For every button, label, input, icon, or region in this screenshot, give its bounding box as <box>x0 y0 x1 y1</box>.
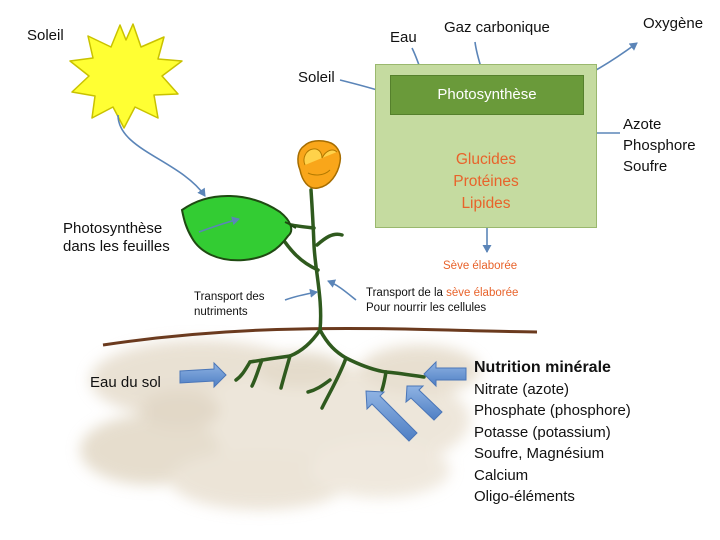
leaf-photosynthesis-label: Photosynthèse dans les feuilles <box>63 220 170 255</box>
mineral-item: Nitrate (azote) <box>474 380 570 398</box>
product-lipides: Lipides <box>461 195 511 212</box>
mineral-item: Calcium <box>474 466 529 484</box>
plant-stem <box>276 188 344 332</box>
mineral-item: Oligo-éléments <box>474 488 575 505</box>
phosphate-block-arrow <box>405 385 443 421</box>
soil-water-label: Eau du sol <box>90 374 161 391</box>
soil-area <box>80 340 480 510</box>
soil-surface-line <box>102 326 538 347</box>
flower-icon <box>297 140 342 189</box>
block-arrows <box>179 360 467 442</box>
transport-nutrients-arrow <box>284 288 318 301</box>
transport-sap-label: Transport de la sève élaborée Pour nourr… <box>366 287 519 314</box>
water-input-label: Eau <box>390 29 417 46</box>
mineral-item: Potasse (potassium) <box>474 423 611 441</box>
photosynthesis-products: Glucides Protéines Lipides <box>410 149 562 215</box>
leaf-label-arrow <box>198 216 240 233</box>
nitrate-block-arrow <box>423 360 467 388</box>
co2-input-label: Gaz carbonique <box>444 19 550 36</box>
mineral-nutrition-title: Nutrition minérale <box>474 359 611 376</box>
sun-to-leaf-arrow <box>117 114 206 197</box>
mineral-item: Soufre, Magnésium <box>474 445 605 462</box>
product-glucides: Glucides <box>455 151 517 168</box>
photosynthesis-process-bar: Photosynthèse <box>390 75 584 115</box>
oxygen-output-label: Oxygène <box>643 15 704 32</box>
minerals-input-label: Azote Phosphore Soufre <box>623 116 696 175</box>
sun-label: Soleil <box>27 27 64 44</box>
mineral-nutrition-list: Nutrition minérale Nitrate (azote) Phosp… <box>474 357 631 508</box>
sun-icon <box>69 23 183 129</box>
transport-sap-arrow <box>327 279 357 301</box>
potasse-block-arrow <box>365 390 418 442</box>
transport-nutrients-label: Transport des nutriments <box>194 291 265 318</box>
product-proteines: Protéines <box>453 173 519 190</box>
mineral-item: Phosphate (phosphore) <box>474 402 631 419</box>
sun-input-label: Soleil <box>298 69 335 86</box>
plant-roots <box>234 328 426 410</box>
leaf-icon <box>180 194 293 262</box>
soil-water-block-arrow <box>179 361 227 389</box>
sap-output-label: Sève élaborée <box>443 260 518 272</box>
